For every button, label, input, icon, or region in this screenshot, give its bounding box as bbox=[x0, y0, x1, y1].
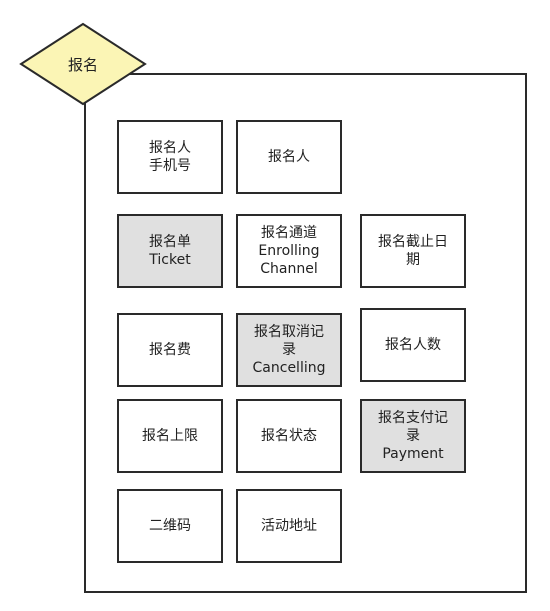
box-line: 报名费 bbox=[149, 342, 191, 358]
box-qr-code: 二维码 bbox=[117, 489, 223, 563]
group-title-diamond: 报名 bbox=[19, 22, 147, 106]
box-enrolling-channel: 报名通道 Enrolling Channel bbox=[236, 214, 342, 288]
box-line: 报名单 bbox=[149, 234, 191, 250]
box-line: 录 bbox=[282, 342, 296, 358]
box-line: 报名取消记 bbox=[254, 324, 324, 340]
box-line: 报名人 bbox=[268, 149, 310, 165]
box-line: 报名通道 bbox=[261, 225, 317, 241]
box-line: 二维码 bbox=[149, 518, 191, 534]
box-line: 活动地址 bbox=[261, 518, 317, 534]
box-signup-limit: 报名上限 bbox=[117, 399, 223, 473]
box-line: 报名状态 bbox=[261, 428, 317, 444]
box-payment-record: 报名支付记 录 Payment bbox=[360, 399, 466, 473]
box-event-address: 活动地址 bbox=[236, 489, 342, 563]
box-line: Ticket bbox=[149, 252, 191, 268]
box-line: 手机号 bbox=[149, 158, 191, 174]
diamond-shape-icon bbox=[19, 22, 147, 106]
box-signup-status: 报名状态 bbox=[236, 399, 342, 473]
box-signup-fee: 报名费 bbox=[117, 313, 223, 387]
box-signup-person: 报名人 bbox=[236, 120, 342, 194]
box-line: Payment bbox=[382, 446, 444, 462]
box-line: 录 bbox=[406, 428, 420, 444]
box-line: 报名上限 bbox=[142, 428, 198, 444]
box-line: 期 bbox=[406, 252, 420, 268]
group-title: 报名 bbox=[67, 55, 98, 74]
box-cancelling-record: 报名取消记 录 Cancelling bbox=[236, 313, 342, 387]
box-line: Channel bbox=[260, 261, 318, 277]
box-signup-deadline: 报名截止日 期 bbox=[360, 214, 466, 288]
box-line: 报名人数 bbox=[385, 337, 441, 353]
box-line: 报名支付记 bbox=[378, 410, 448, 426]
box-line: 报名截止日 bbox=[378, 234, 448, 250]
box-line: Enrolling bbox=[258, 243, 320, 259]
box-line: Cancelling bbox=[252, 360, 326, 376]
box-signup-count: 报名人数 bbox=[360, 308, 466, 382]
box-signup-phone: 报名人 手机号 bbox=[117, 120, 223, 194]
box-line: 报名人 bbox=[149, 140, 191, 156]
box-signup-ticket: 报名单 Ticket bbox=[117, 214, 223, 288]
